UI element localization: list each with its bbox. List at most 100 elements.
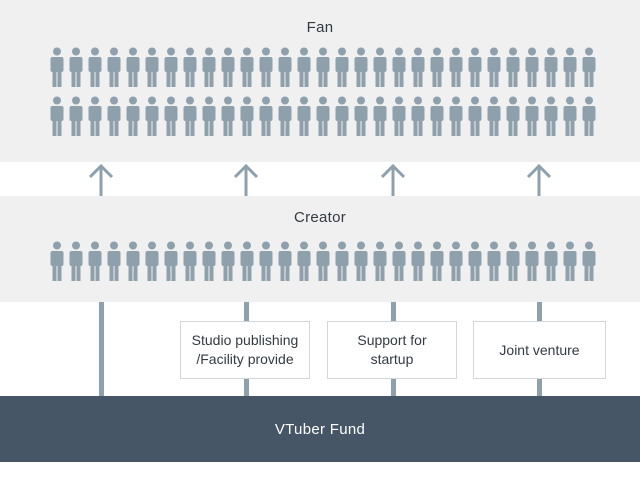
person-icon bbox=[240, 96, 254, 136]
person-icon bbox=[126, 241, 140, 281]
person-icon bbox=[145, 47, 159, 87]
person-icon bbox=[487, 96, 501, 136]
support-label: Studio publishing /Facility provide bbox=[191, 332, 299, 367]
person-icon bbox=[582, 241, 596, 281]
person-icon bbox=[468, 96, 482, 136]
person-icon bbox=[297, 96, 311, 136]
person-icon bbox=[335, 47, 349, 87]
person-icon bbox=[240, 241, 254, 281]
person-icon bbox=[202, 47, 216, 87]
person-icon bbox=[69, 241, 83, 281]
person-icon bbox=[316, 241, 330, 281]
person-icon bbox=[221, 47, 235, 87]
person-icon bbox=[259, 96, 273, 136]
person-icon bbox=[335, 96, 349, 136]
person-icon bbox=[107, 241, 121, 281]
support-box-joint-venture: Joint venture bbox=[473, 321, 606, 379]
person-icon bbox=[164, 241, 178, 281]
person-icon bbox=[411, 241, 425, 281]
up-arrow-icon bbox=[380, 162, 406, 196]
person-icon bbox=[126, 47, 140, 87]
fan-section: Fan bbox=[0, 0, 640, 162]
person-icon bbox=[373, 241, 387, 281]
person-icon bbox=[50, 96, 64, 136]
person-icon bbox=[278, 47, 292, 87]
person-icon bbox=[183, 47, 197, 87]
person-icon bbox=[468, 47, 482, 87]
person-icon bbox=[525, 241, 539, 281]
person-icon bbox=[221, 96, 235, 136]
up-arrow-icon bbox=[88, 162, 114, 196]
up-arrow-icon bbox=[526, 162, 552, 196]
person-icon bbox=[392, 96, 406, 136]
person-icon bbox=[563, 47, 577, 87]
person-icon bbox=[411, 96, 425, 136]
person-icon bbox=[278, 241, 292, 281]
person-icon bbox=[316, 96, 330, 136]
support-box-startup: Support for startup bbox=[327, 321, 457, 379]
person-icon bbox=[50, 241, 64, 281]
person-icon bbox=[354, 47, 368, 87]
support-label: Joint venture bbox=[499, 341, 580, 358]
fan-people-row bbox=[0, 96, 640, 136]
person-icon bbox=[373, 47, 387, 87]
person-icon bbox=[202, 241, 216, 281]
fan-title: Fan bbox=[306, 19, 334, 36]
person-icon bbox=[430, 47, 444, 87]
person-icon bbox=[278, 96, 292, 136]
person-icon bbox=[582, 96, 596, 136]
person-icon bbox=[582, 47, 596, 87]
connector-line bbox=[99, 302, 104, 396]
person-icon bbox=[259, 47, 273, 87]
person-icon bbox=[107, 47, 121, 87]
vtuber-fund-section: VTuber Fund bbox=[0, 396, 640, 462]
person-icon bbox=[525, 47, 539, 87]
person-icon bbox=[297, 47, 311, 87]
person-icon bbox=[297, 241, 311, 281]
person-icon bbox=[145, 241, 159, 281]
person-icon bbox=[487, 47, 501, 87]
person-icon bbox=[544, 47, 558, 87]
support-box-studio: Studio publishing /Facility provide bbox=[180, 321, 310, 379]
person-icon bbox=[164, 96, 178, 136]
person-icon bbox=[525, 96, 539, 136]
up-arrow-icon bbox=[233, 162, 259, 196]
person-icon bbox=[183, 241, 197, 281]
person-icon bbox=[183, 96, 197, 136]
person-icon bbox=[411, 47, 425, 87]
person-icon bbox=[430, 96, 444, 136]
person-icon bbox=[563, 96, 577, 136]
person-icon bbox=[240, 47, 254, 87]
person-icon bbox=[449, 47, 463, 87]
person-icon bbox=[126, 96, 140, 136]
person-icon bbox=[107, 96, 121, 136]
person-icon bbox=[88, 47, 102, 87]
person-icon bbox=[88, 241, 102, 281]
person-icon bbox=[544, 96, 558, 136]
person-icon bbox=[392, 241, 406, 281]
person-icon bbox=[430, 241, 444, 281]
person-icon bbox=[145, 96, 159, 136]
person-icon bbox=[69, 47, 83, 87]
creator-section: Creator bbox=[0, 196, 640, 302]
person-icon bbox=[354, 241, 368, 281]
person-icon bbox=[259, 241, 273, 281]
person-icon bbox=[506, 96, 520, 136]
person-icon bbox=[69, 96, 83, 136]
fan-people-row bbox=[0, 47, 640, 87]
person-icon bbox=[487, 241, 501, 281]
person-icon bbox=[449, 241, 463, 281]
person-icon bbox=[164, 47, 178, 87]
person-icon bbox=[563, 241, 577, 281]
creator-people-row bbox=[0, 241, 640, 281]
person-icon bbox=[88, 96, 102, 136]
person-icon bbox=[544, 241, 558, 281]
person-icon bbox=[392, 47, 406, 87]
person-icon bbox=[316, 47, 330, 87]
person-icon bbox=[468, 241, 482, 281]
person-icon bbox=[373, 96, 387, 136]
person-icon bbox=[506, 47, 520, 87]
fund-title: VTuber Fund bbox=[274, 420, 366, 438]
person-icon bbox=[221, 241, 235, 281]
person-icon bbox=[202, 96, 216, 136]
